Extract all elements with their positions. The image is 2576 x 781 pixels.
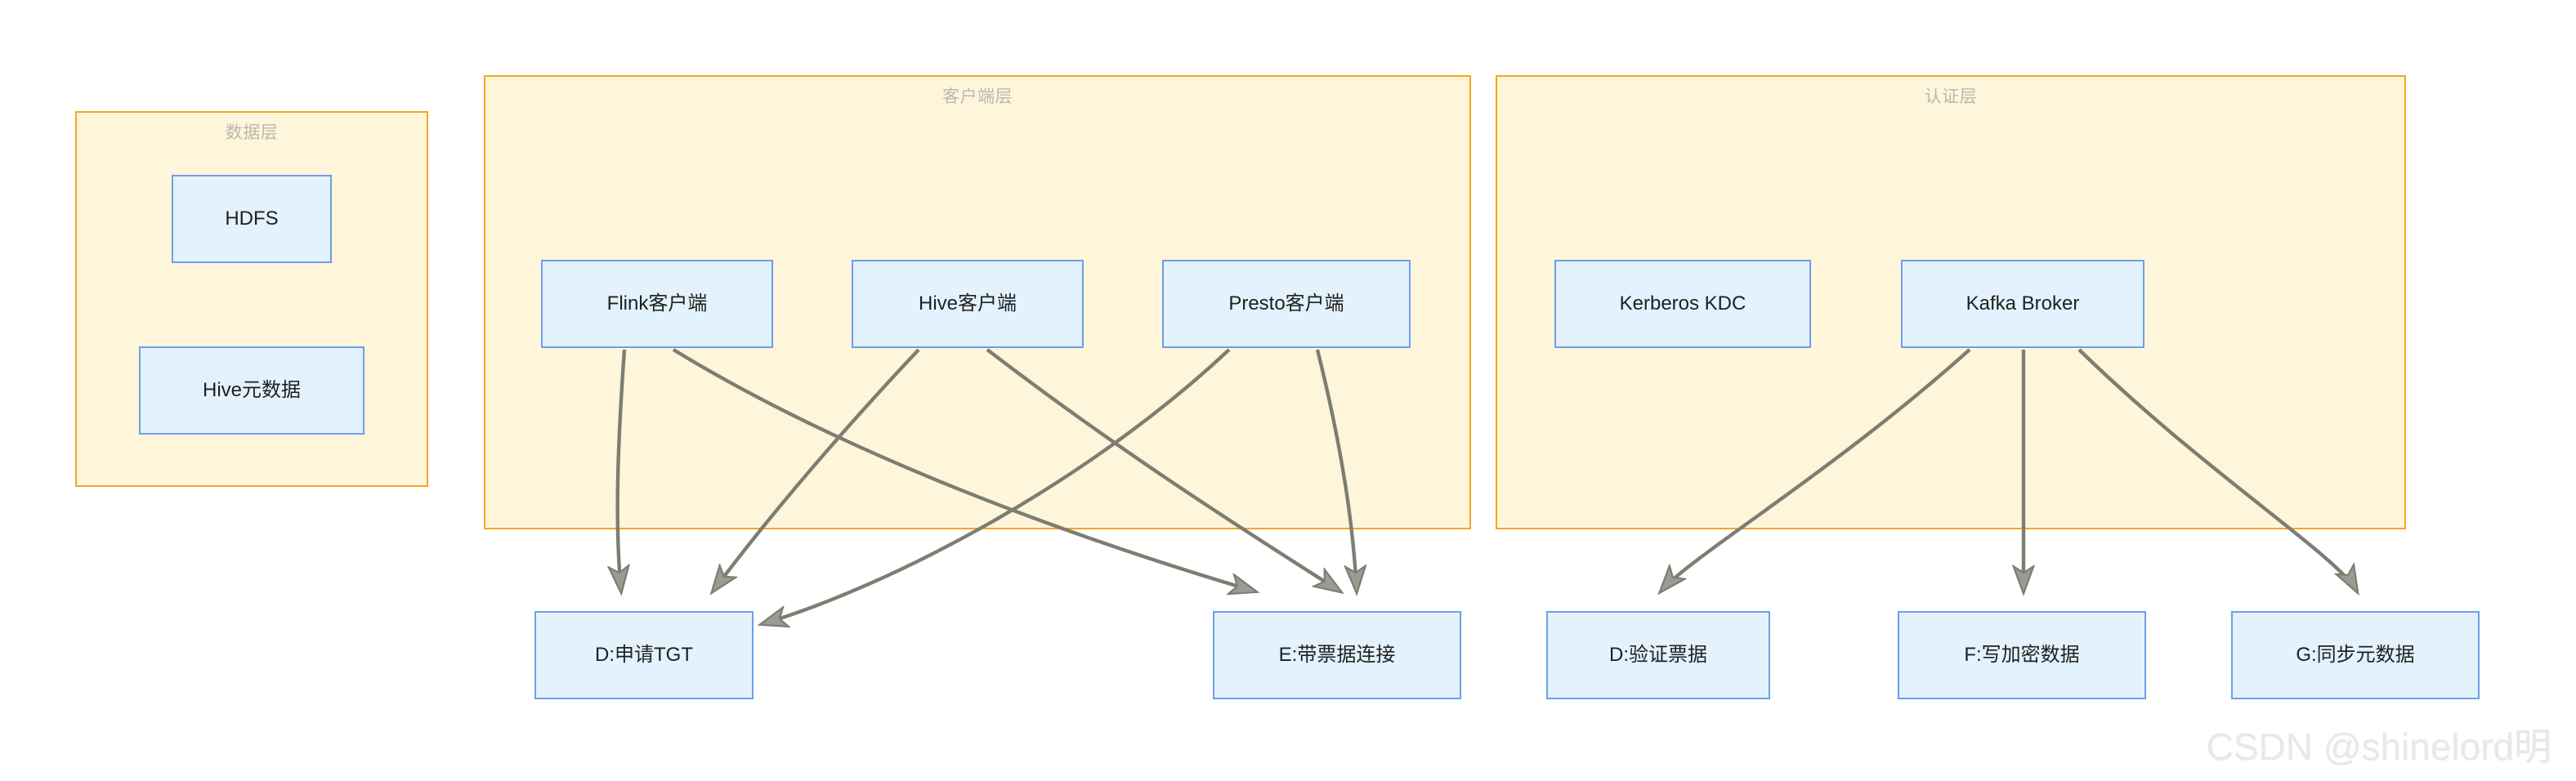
node-hdfs[interactable]: HDFS (172, 175, 332, 263)
node-ticket-connect[interactable]: E:带票据连接 (1213, 611, 1461, 699)
layer-title-auth: 认证层 (1924, 87, 1978, 106)
watermark-text: CSDN @shinelord明 (2206, 725, 2552, 768)
node-hive-metadata[interactable]: Hive元数据 (139, 346, 364, 435)
node-flink-client[interactable]: Flink客户端 (541, 260, 773, 348)
node-kerberos-kdc[interactable]: Kerberos KDC (1554, 260, 1811, 348)
node-apply-tgt[interactable]: D:申请TGT (534, 611, 754, 699)
layer-title-client: 客户端层 (942, 87, 1013, 106)
node-presto-client[interactable]: Presto客户端 (1162, 260, 1411, 348)
node-verify-ticket[interactable]: D:验证票据 (1546, 611, 1770, 699)
node-sync-metadata[interactable]: G:同步元数据 (2231, 611, 2480, 699)
layer-title-data: 数据层 (225, 123, 279, 142)
node-kafka-broker[interactable]: Kafka Broker (1901, 260, 2144, 348)
node-write-encrypted-data[interactable]: F:写加密数据 (1898, 611, 2146, 699)
node-hive-client[interactable]: Hive客户端 (852, 260, 1084, 348)
